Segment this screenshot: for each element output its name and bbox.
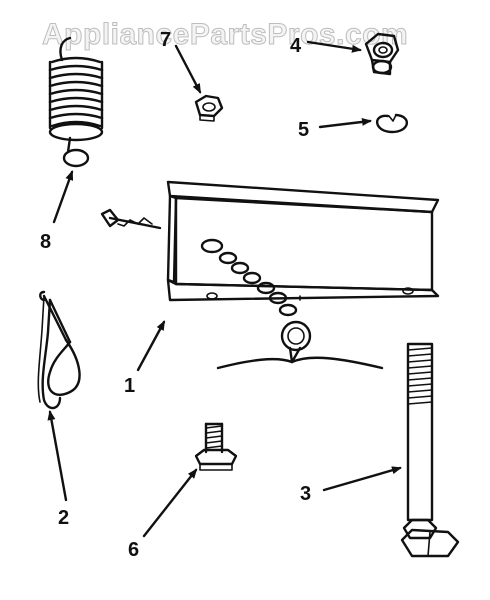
callout-8: 8	[40, 231, 51, 253]
flap-plate-part-1	[100, 180, 440, 370]
callout-2: 2	[58, 507, 69, 529]
hairpin-pin-part-2	[37, 290, 81, 410]
hex-nut-part-7	[194, 94, 224, 122]
callout-3: 3	[300, 483, 311, 505]
hex-bolt-part-3	[400, 342, 460, 558]
spring-part-8	[48, 36, 104, 168]
lock-washer-part-5	[376, 113, 408, 134]
watermark: AppliancePartsPros.com	[41, 18, 409, 52]
leader-arrows	[47, 40, 402, 538]
callout-1: 1	[124, 375, 135, 397]
carriage-bolt-part-6	[194, 422, 238, 471]
callout-4: 4	[290, 35, 302, 57]
callout-6: 6	[128, 539, 139, 561]
callout-5: 5	[298, 119, 309, 141]
hex-nut-part-4	[364, 32, 400, 76]
callout-7: 7	[160, 29, 171, 51]
